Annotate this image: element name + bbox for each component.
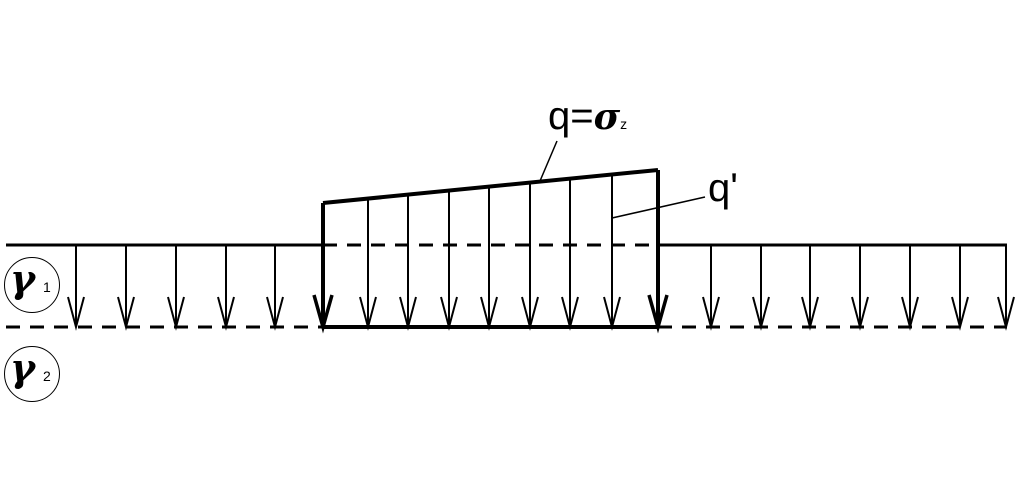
gamma-index-1: 1	[43, 279, 51, 295]
q-sigma-z-label: q=σz	[548, 96, 627, 136]
surcharge-arrow-head-1	[67, 296, 85, 331]
surcharge-arrow-head-5	[266, 296, 284, 331]
surcharge-arrow-head-10	[901, 296, 919, 331]
load-arrow-head-left-edge	[312, 294, 334, 334]
surcharge-arrow-head-11	[951, 296, 969, 331]
load-arrow-head-2	[399, 296, 417, 331]
sigma-symbol: σ	[593, 96, 621, 138]
load-arrow-head-5	[521, 296, 539, 331]
q-prefix: q=	[548, 94, 594, 138]
surcharge-arrow-head-9	[851, 296, 869, 331]
surcharge-arrow-head-7	[752, 296, 770, 331]
q-sigma-leader	[539, 140, 558, 182]
load-arrow-head-4	[480, 296, 498, 331]
gamma-symbol-1: γ	[10, 256, 36, 301]
load-arrow-head-1	[359, 296, 377, 331]
surcharge-arrow-head-6	[702, 296, 720, 331]
surcharge-arrow-head-12	[997, 296, 1015, 331]
load-arrow-head-right-edge	[647, 294, 669, 334]
gamma-index-2: 2	[43, 368, 51, 384]
soil-layer-2-marker: γ 2	[4, 346, 60, 402]
surcharge-arrow-head-4	[217, 296, 235, 331]
load-arrow-head-6	[561, 296, 579, 331]
load-arrow-head-3	[440, 296, 458, 331]
soil-layer-1-marker: γ 1	[4, 257, 60, 313]
surcharge-arrow-head-3	[167, 296, 185, 331]
load-top-edge	[322, 168, 659, 205]
q-prime-leader	[611, 196, 706, 219]
surcharge-arrow-head-2	[117, 296, 135, 331]
q-prime-label: q'	[708, 166, 738, 210]
sigma-subscript: z	[620, 116, 628, 132]
load-arrow-head-7	[603, 296, 621, 331]
gamma-symbol-2: γ	[10, 345, 36, 390]
surcharge-arrow-head-8	[801, 296, 819, 331]
